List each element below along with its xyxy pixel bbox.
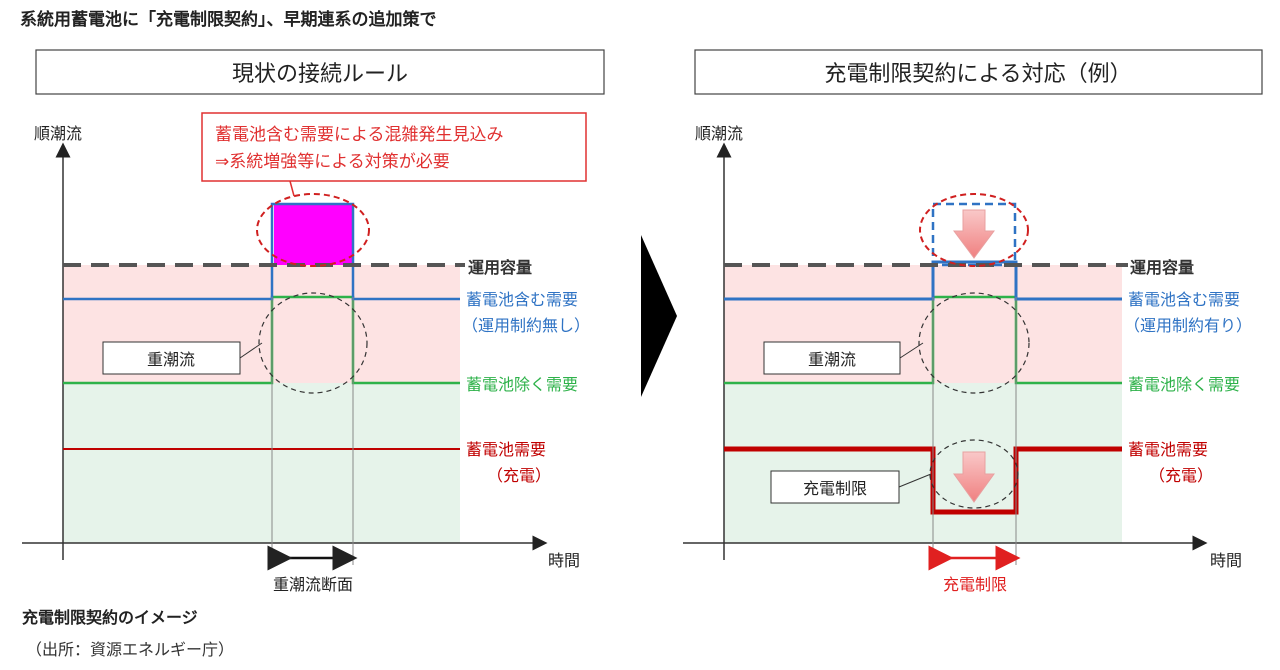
right-triangle-arrow-icon bbox=[641, 235, 677, 397]
right-y-axis-label: 順潮流 bbox=[695, 124, 743, 143]
right-red-label-2: （充電） bbox=[1149, 466, 1213, 485]
left-red-label-1: 蓄電池需要 bbox=[466, 440, 546, 459]
right-capacity-label: 運用容量 bbox=[1130, 258, 1194, 277]
left-heavy-flow-box bbox=[102, 341, 241, 375]
left-y-axis-label: 順潮流 bbox=[34, 124, 82, 143]
right-red-ellipse bbox=[919, 193, 1029, 267]
right-box-pointer-limit bbox=[898, 473, 932, 488]
left-blue-line bbox=[63, 202, 460, 301]
left-callout-pointer bbox=[289, 180, 295, 197]
left-black-ellipse bbox=[258, 292, 368, 394]
left-title: 現状の接続ルール bbox=[232, 62, 408, 87]
left-callout-line2: ⇒系統増強等による対策が必要 bbox=[215, 152, 450, 172]
right-down-arrow-top-icon bbox=[953, 209, 995, 259]
left-callout-box bbox=[201, 112, 587, 182]
right-down-arrow-bottom-icon bbox=[953, 451, 995, 503]
figure-caption: 充電制限契約のイメージ bbox=[22, 608, 198, 627]
right-red-label-1: 蓄電池需要 bbox=[1128, 440, 1208, 459]
left-green-line bbox=[63, 295, 460, 385]
right-green-line bbox=[724, 295, 1122, 385]
right-black-ellipse-upper bbox=[918, 292, 1030, 394]
right-heavy-flow-label: 重潮流 bbox=[808, 350, 856, 369]
page-heading: 系統用蓄電池に「充電制限契約」、早期連系の追加策で bbox=[20, 10, 437, 30]
right-blue-label-1: 蓄電池含む需要 bbox=[1128, 290, 1240, 309]
left-red-ellipse bbox=[256, 193, 370, 267]
left-callout-line1: 蓄電池含む需要による混雑発生見込み bbox=[215, 125, 504, 145]
left-red-label-2: （充電） bbox=[487, 466, 551, 485]
right-heavy-flow-box bbox=[763, 341, 901, 375]
right-green-zone bbox=[724, 383, 1122, 543]
right-charge-limit-label: 充電制限 bbox=[803, 479, 867, 498]
left-panel: 現状の接続ルール 順潮流 時間 蓄電池含む需要による混雑発生見込み ⇒系統増強等… bbox=[22, 49, 605, 594]
right-title: 充電制限契約による対応（例） bbox=[824, 62, 1131, 87]
right-charge-limit-box bbox=[770, 470, 900, 504]
left-x-axis-label: 時間 bbox=[548, 551, 580, 570]
left-capacity-label: 運用容量 bbox=[468, 258, 532, 277]
right-panel: 充電制限契約による対応（例） 順潮流 時間 重潮流 bbox=[683, 49, 1263, 594]
left-overflow-area bbox=[274, 204, 353, 265]
left-green-zone bbox=[63, 383, 460, 543]
right-green-label: 蓄電池除く需要 bbox=[1128, 375, 1240, 394]
left-blue-label-2: （運用制約無し） bbox=[462, 316, 590, 335]
right-span-label: 充電制限 bbox=[943, 575, 1007, 594]
left-green-label: 蓄電池除く需要 bbox=[466, 375, 578, 394]
left-box-pointer bbox=[239, 342, 263, 359]
left-heavy-flow-label: 重潮流 bbox=[147, 350, 195, 369]
figure-source: （出所：資源エネルギー庁） bbox=[26, 640, 235, 659]
left-title-box bbox=[35, 49, 605, 95]
right-red-line bbox=[724, 446, 1122, 515]
right-blue-line bbox=[724, 260, 1122, 301]
right-box-pointer-heavy bbox=[899, 342, 924, 359]
right-black-ellipse-lower bbox=[929, 439, 1019, 509]
left-span-label: 重潮流断面 bbox=[273, 575, 353, 594]
left-blue-label-1: 蓄電池含む需要 bbox=[466, 290, 578, 309]
right-title-box bbox=[694, 49, 1263, 95]
right-blue-label-2: （運用制約有り） bbox=[1124, 316, 1252, 335]
right-x-axis-label: 時間 bbox=[1210, 551, 1242, 570]
